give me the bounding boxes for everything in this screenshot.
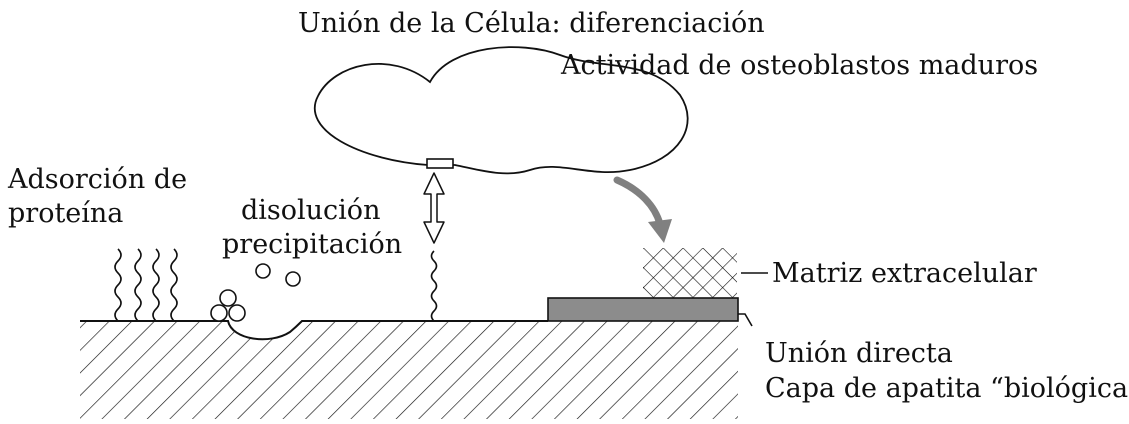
precipitation-label: precipitación <box>222 229 402 260</box>
direct-bond-label: Unión directa <box>765 338 953 369</box>
cell-outline <box>313 46 689 175</box>
substrate-surface <box>80 320 548 341</box>
extracellular-matrix <box>643 248 737 298</box>
protein-label-line1: Adsorción de <box>7 164 187 195</box>
cell-receptor <box>426 158 454 169</box>
substrate-hatch <box>80 321 738 419</box>
dissolution-label: disolución <box>241 195 380 226</box>
surface-protein <box>430 250 438 322</box>
differentiation-arrow <box>613 176 664 228</box>
cell-title-label: Unión de la Célula: diferenciación <box>298 8 765 39</box>
apatite-layer-label: Capa de apatita “biológica” <box>765 373 1129 404</box>
apatite-leader <box>738 313 753 327</box>
apatite-layer <box>547 297 739 322</box>
adsorbed-proteins <box>114 248 178 322</box>
differentiation-arrowhead <box>648 219 672 243</box>
protein-label-line2: proteína <box>8 198 123 229</box>
matrix-label: Matriz extracelular <box>772 258 1037 289</box>
interaction-arrow <box>423 172 445 244</box>
cell-subtitle-label: Actividad de osteoblastos maduros <box>560 50 1038 81</box>
precipitate-particles <box>210 263 301 322</box>
